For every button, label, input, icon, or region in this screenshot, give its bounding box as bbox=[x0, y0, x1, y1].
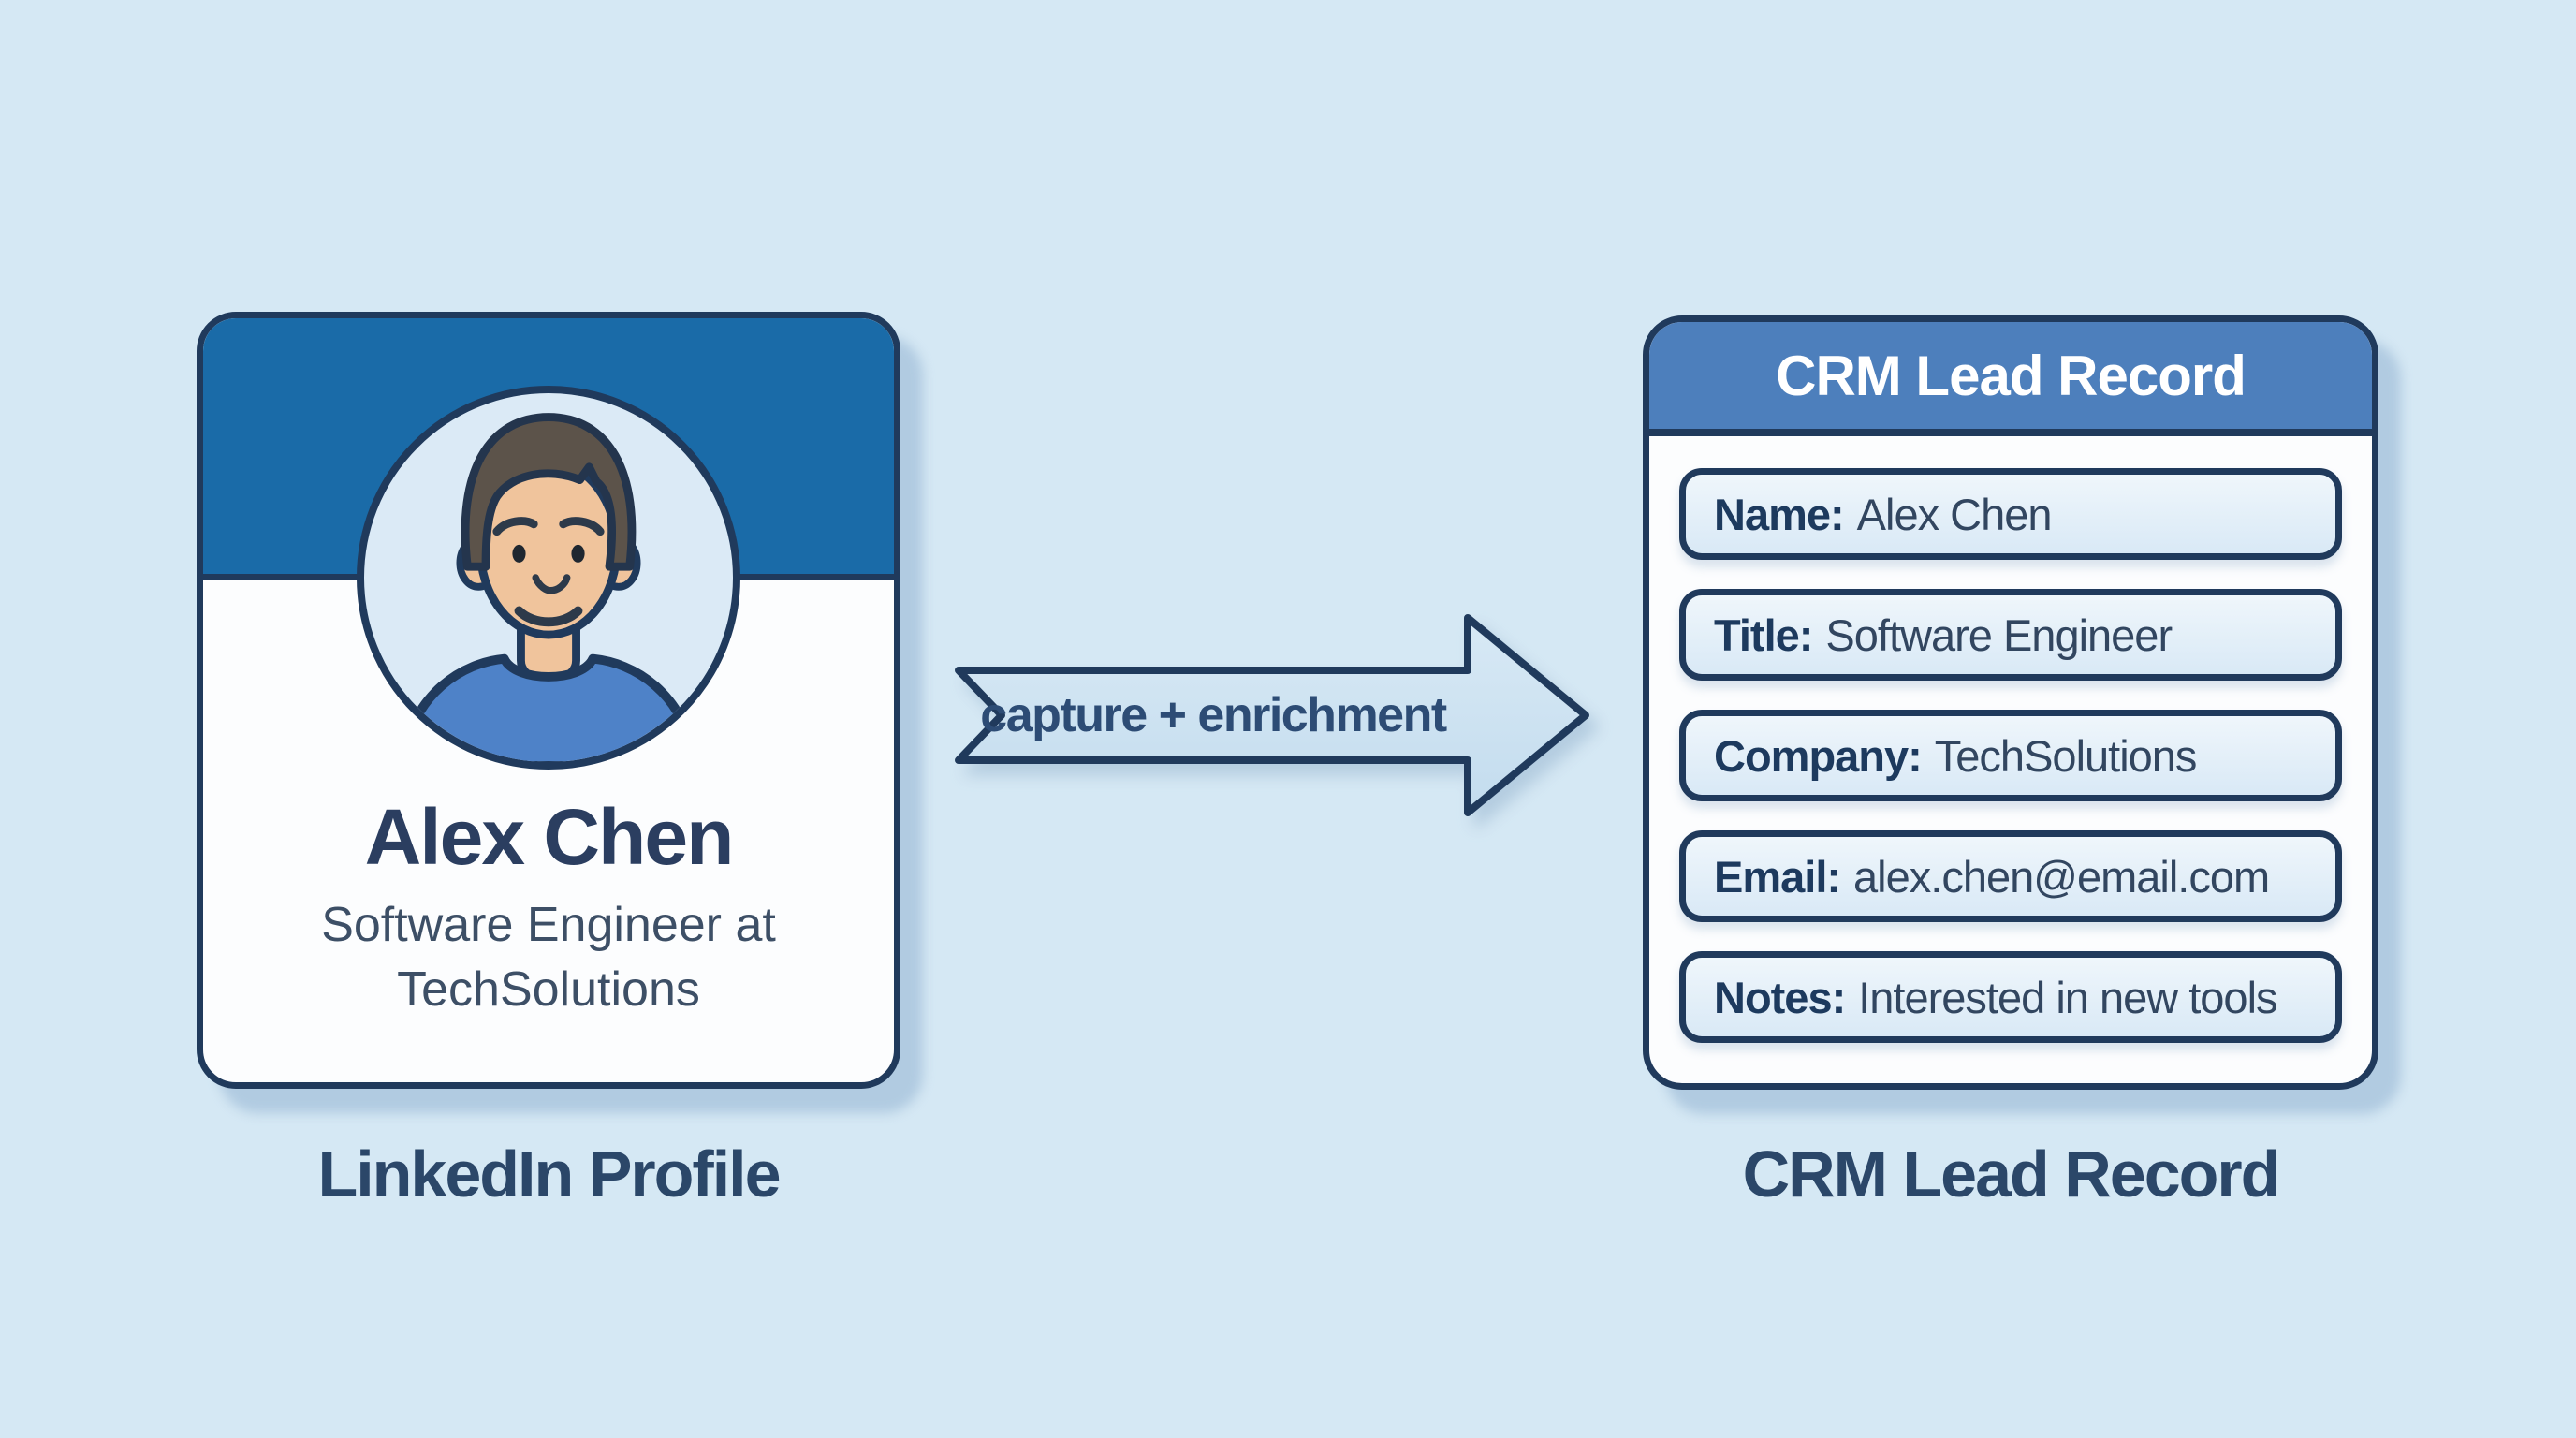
arrow-right-icon bbox=[955, 614, 1589, 816]
linkedin-card-caption: LinkedIn Profile bbox=[317, 1137, 781, 1211]
crm-card-body: Name: Alex Chen Title: Software Engineer… bbox=[1649, 436, 2372, 1043]
crm-card-title: CRM Lead Record bbox=[1776, 344, 2247, 407]
crm-card-header-band: CRM Lead Record bbox=[1649, 322, 2372, 436]
field-value: alex.chen@email.com bbox=[1853, 851, 2270, 902]
linkedin-profile-card: Alex Chen Software Engineer at TechSolut… bbox=[197, 312, 900, 1089]
arrow-label: capture + enrichment bbox=[980, 688, 1447, 742]
profile-name: Alex Chen bbox=[364, 793, 735, 881]
field-label: Company: bbox=[1714, 730, 1923, 781]
field-value: Interested in new tools bbox=[1858, 972, 2277, 1022]
field-label: Email: bbox=[1714, 851, 1841, 902]
field-row-company: Company: TechSolutions bbox=[1679, 710, 2342, 801]
crm-card-caption: CRM Lead Record bbox=[1742, 1137, 2281, 1211]
field-label: Name: bbox=[1714, 489, 1845, 539]
field-row-title: Title: Software Engineer bbox=[1679, 589, 2342, 681]
avatar bbox=[357, 386, 740, 770]
man-avatar-icon bbox=[397, 413, 700, 762]
field-row-notes: Notes: Interested in new tools bbox=[1679, 951, 2342, 1043]
profile-headline: Software Engineer at TechSolutions bbox=[321, 898, 776, 1017]
crm-lead-record-card: CRM Lead Record Name: Alex Chen Title: S… bbox=[1643, 315, 2378, 1090]
field-value: TechSolutions bbox=[1934, 730, 2198, 781]
field-label: Notes: bbox=[1714, 972, 1846, 1022]
field-value: Software Engineer bbox=[1825, 609, 2173, 660]
field-label: Title: bbox=[1714, 609, 1813, 660]
field-row-email: Email: alex.chen@email.com bbox=[1679, 830, 2342, 922]
field-value: Alex Chen bbox=[1856, 489, 2053, 539]
field-row-name: Name: Alex Chen bbox=[1679, 468, 2342, 560]
